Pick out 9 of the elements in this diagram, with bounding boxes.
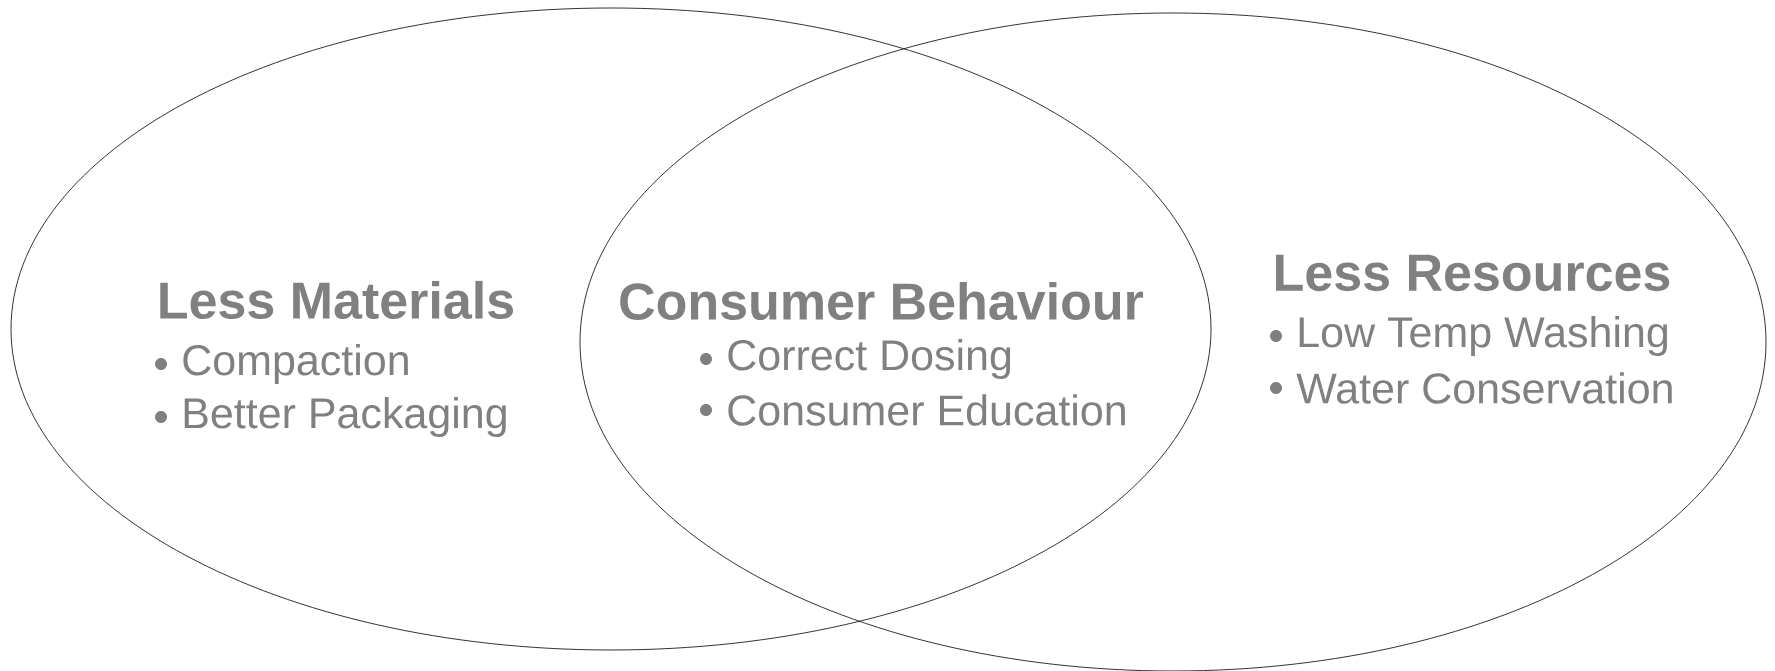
- heading: Less Materials: [160, 280, 513, 320]
- bullet-item: Better Packaging: [184, 396, 506, 438]
- heading: Consumer Behaviour: [620, 281, 1144, 321]
- bullet-item: Water Conservation: [1296, 372, 1672, 404]
- bullet-item: Consumer Education: [728, 394, 1125, 426]
- bullet-item: Correct Dosing: [728, 338, 1011, 380]
- bullet-item: Low Temp Washing: [1299, 315, 1667, 357]
- heading: Less Resources: [1276, 254, 1670, 292]
- bullet-item: Compaction: [183, 343, 408, 385]
